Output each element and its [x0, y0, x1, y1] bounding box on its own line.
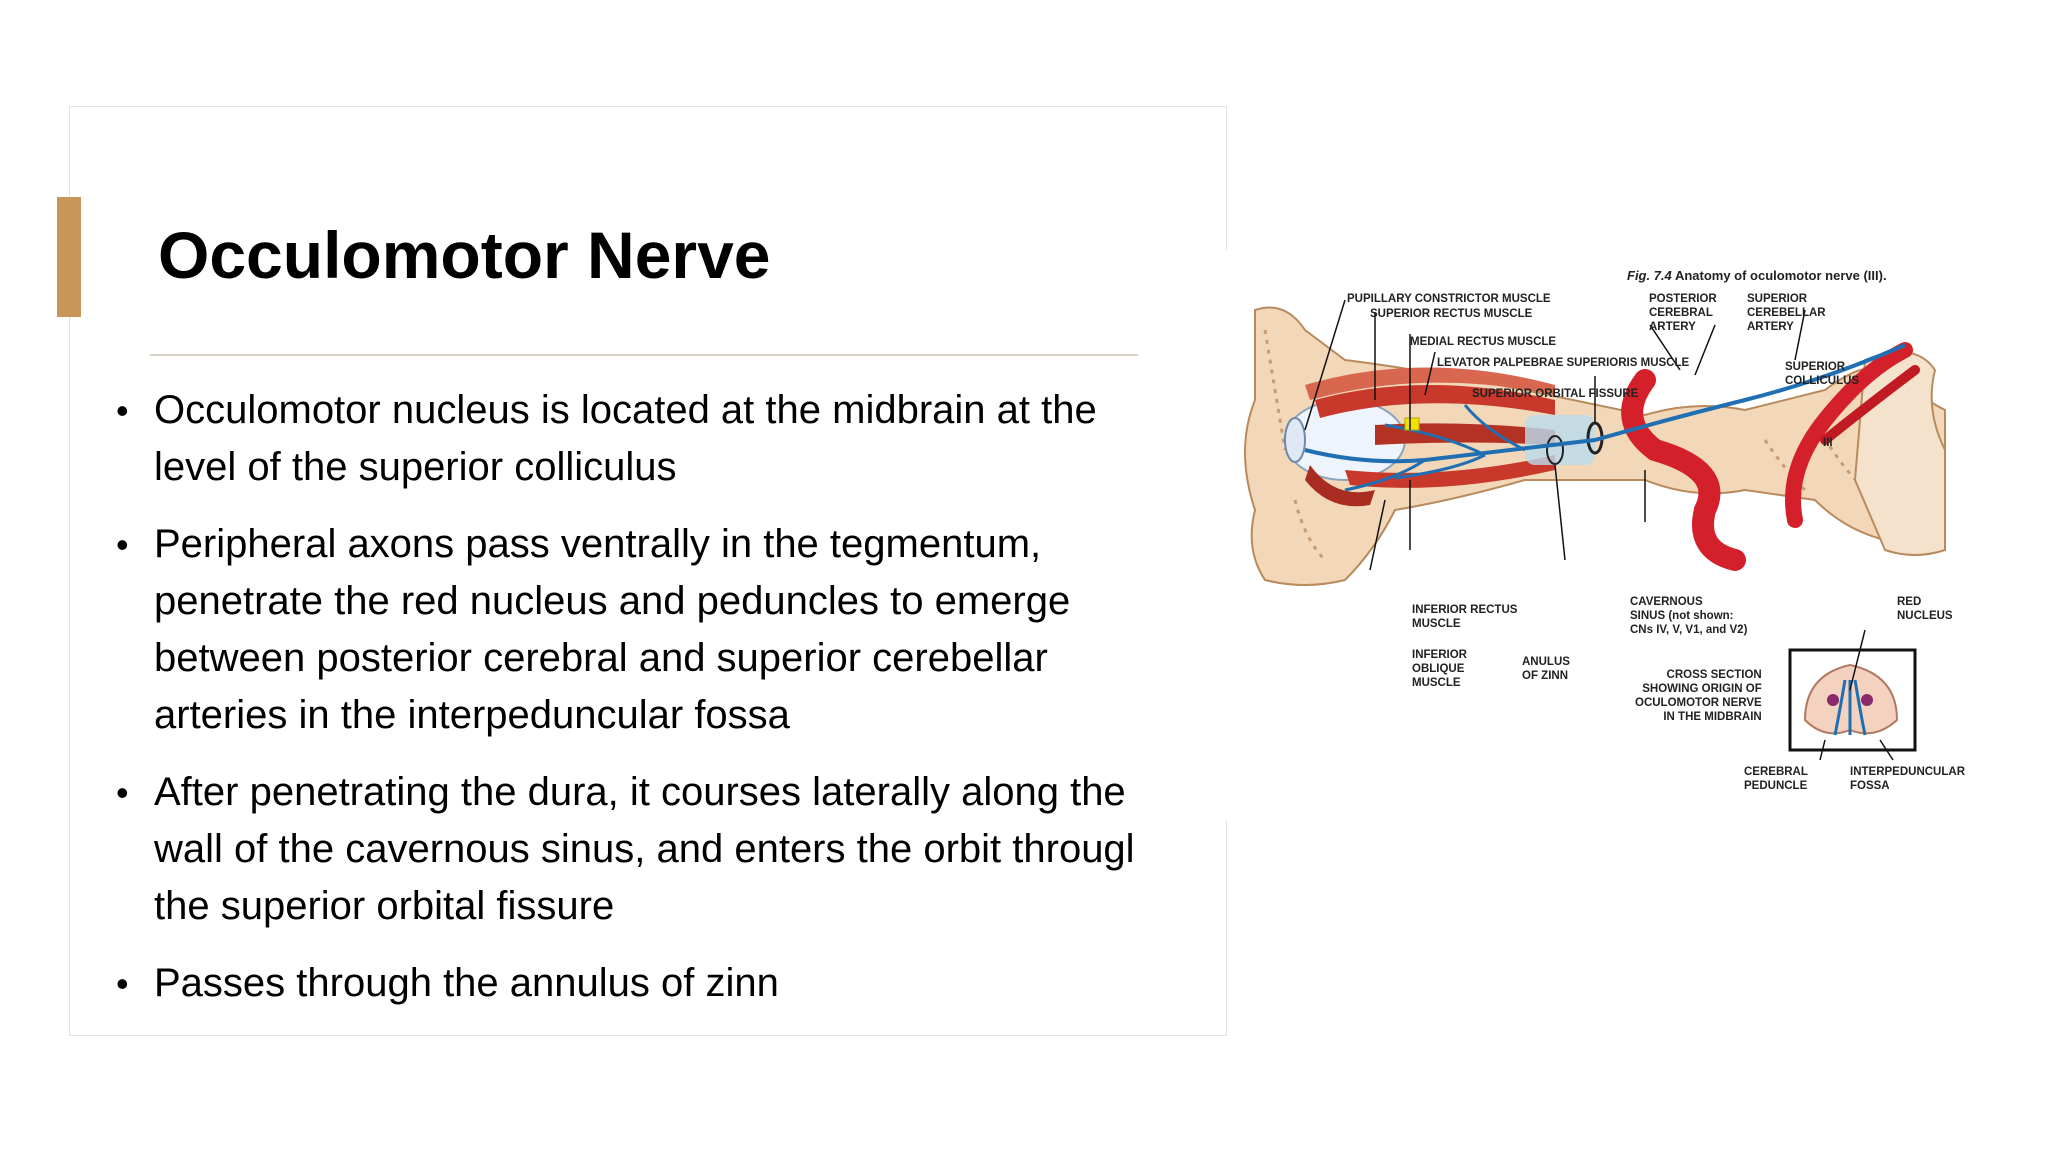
bullet-list: • Occulomotor nucleus is located at the … — [110, 362, 1230, 1012]
label-anulus-of-zinn: ANULUS OF ZINN — [1522, 656, 1570, 682]
leader-line — [1879, 739, 1894, 761]
label-medial-rectus: MEDIAL RECTUS MUSCLE — [1410, 336, 1557, 348]
figure-caption: Fig. 7.4 Anatomy of oculomotor nerve (II… — [1627, 268, 1887, 283]
label-posterior-cerebral-artery: POSTERIOR CEREBRAL ARTERY — [1649, 293, 1717, 333]
title-accent-bar — [57, 197, 81, 317]
bullet-item: • After penetrating the dura, it courses… — [110, 764, 1230, 935]
oculomotor-nerve — [1304, 343, 1906, 464]
bullet-line: After penetrating the dura, it courses l… — [154, 770, 1126, 814]
label-inferior-rectus: INFERIOR RECTUS MUSCLE — [1412, 604, 1518, 630]
superior-cerebellar-artery — [1820, 365, 1920, 445]
bullet-line: Occulomotor nucleus is located at the mi… — [154, 388, 1097, 432]
inferior-oblique-muscle — [1305, 465, 1375, 507]
figure-caption-text: Anatomy of oculomotor nerve (III). — [1674, 268, 1887, 283]
title-divider — [150, 354, 1138, 356]
leader-line — [1849, 629, 1866, 691]
leader-lines — [1304, 299, 1894, 761]
label-superior-colliculus: SUPERIOR COLLICULUS — [1785, 361, 1860, 387]
leader-line — [1794, 309, 1806, 361]
cornea — [1284, 417, 1306, 463]
label-nerve-number: III — [1823, 437, 1833, 449]
label-inferior-oblique: INFERIOR OBLIQUE MUSCLE — [1412, 649, 1467, 689]
leader-line — [1424, 351, 1436, 396]
ciliary-ganglion — [1404, 417, 1420, 431]
bullet-dot-icon: • — [116, 963, 129, 1004]
label-superior-cerebellar-artery: SUPERIOR CEREBELLAR ARTERY — [1747, 293, 1826, 333]
bullet-item: • Occulomotor nucleus is located at the … — [110, 382, 1230, 496]
bullet-line: Peripheral axons pass ventrally in the t… — [154, 522, 1042, 566]
bullet-item: • Passes through the annulus of zinn — [110, 955, 1230, 1012]
bullet-line: arteries in the interpeduncular fossa — [154, 693, 790, 737]
bullet-dot-icon: • — [116, 390, 129, 431]
label-cerebral-peduncle: CEREBRAL PEDUNCLE — [1744, 766, 1808, 792]
label-cavernous-sinus: CAVERNOUS SINUS (not shown: CNs IV, V, V… — [1630, 596, 1748, 636]
bullet-line: penetrate the red nucleus and peduncles … — [154, 579, 1071, 623]
leader-line — [1649, 324, 1681, 371]
figure-number: Fig. 7.4 — [1627, 268, 1672, 283]
leader-line — [1369, 499, 1386, 571]
carotid-artery — [1621, 369, 1746, 571]
leader-line — [1304, 299, 1346, 431]
bullet-item: • Peripheral axons pass ventrally in the… — [110, 516, 1230, 744]
slide-title: Occulomotor Nerve — [158, 218, 771, 292]
label-levator-palpebrae: LEVATOR PALPEBRAE SUPERIORIS MUSCLE — [1437, 357, 1690, 369]
posterior-cerebral-artery — [1785, 342, 1913, 528]
bullet-line: wall of the cavernous sinus, and enters … — [154, 827, 1135, 871]
label-interpeduncular-fossa: INTERPEDUNCULAR FOSSA — [1850, 766, 1965, 792]
inferior-rectus-muscle — [1345, 455, 1555, 488]
oculomotor-anatomy-figure: Fig. 7.4 Anatomy of oculomotor nerve (II… — [1225, 250, 2015, 820]
medial-rectus-muscle — [1375, 423, 1555, 445]
label-cross-section: CROSS SECTION SHOWING ORIGIN OF OCULOMOT… — [1635, 669, 1762, 723]
bullet-dot-icon: • — [116, 772, 129, 813]
bullet-dot-icon: • — [116, 524, 129, 565]
bullet-line: Passes through the annulus of zinn — [154, 961, 779, 1005]
red-nucleus-right — [1861, 694, 1873, 706]
label-superior-rectus: SUPERIOR RECTUS MUSCLE — [1370, 308, 1533, 320]
anulus-of-zinn — [1546, 435, 1564, 465]
label-superior-orbital-fissure: SUPERIOR ORBITAL FISSURE — [1472, 388, 1639, 400]
label-red-nucleus: RED NUCLEUS — [1897, 596, 1953, 622]
bullet-line: level of the superior colliculus — [154, 445, 677, 489]
leader-line — [1694, 324, 1716, 376]
nerve-branches — [1344, 404, 1526, 492]
anatomy-illustration — [1244, 299, 1946, 761]
leader-line — [1554, 464, 1566, 561]
bullet-line: between posterior cerebral and superior … — [154, 636, 1048, 680]
slide-card — [69, 106, 1227, 1036]
bone-texture — [1263, 329, 1867, 562]
label-pupillary-constrictor: PUPILLARY CONSTRICTOR MUSCLE — [1347, 293, 1551, 305]
red-nucleus-left — [1827, 694, 1839, 706]
levator-muscle — [1305, 367, 1555, 400]
bullet-line: the superior orbital fissure — [154, 884, 615, 928]
leader-line — [1819, 739, 1826, 761]
